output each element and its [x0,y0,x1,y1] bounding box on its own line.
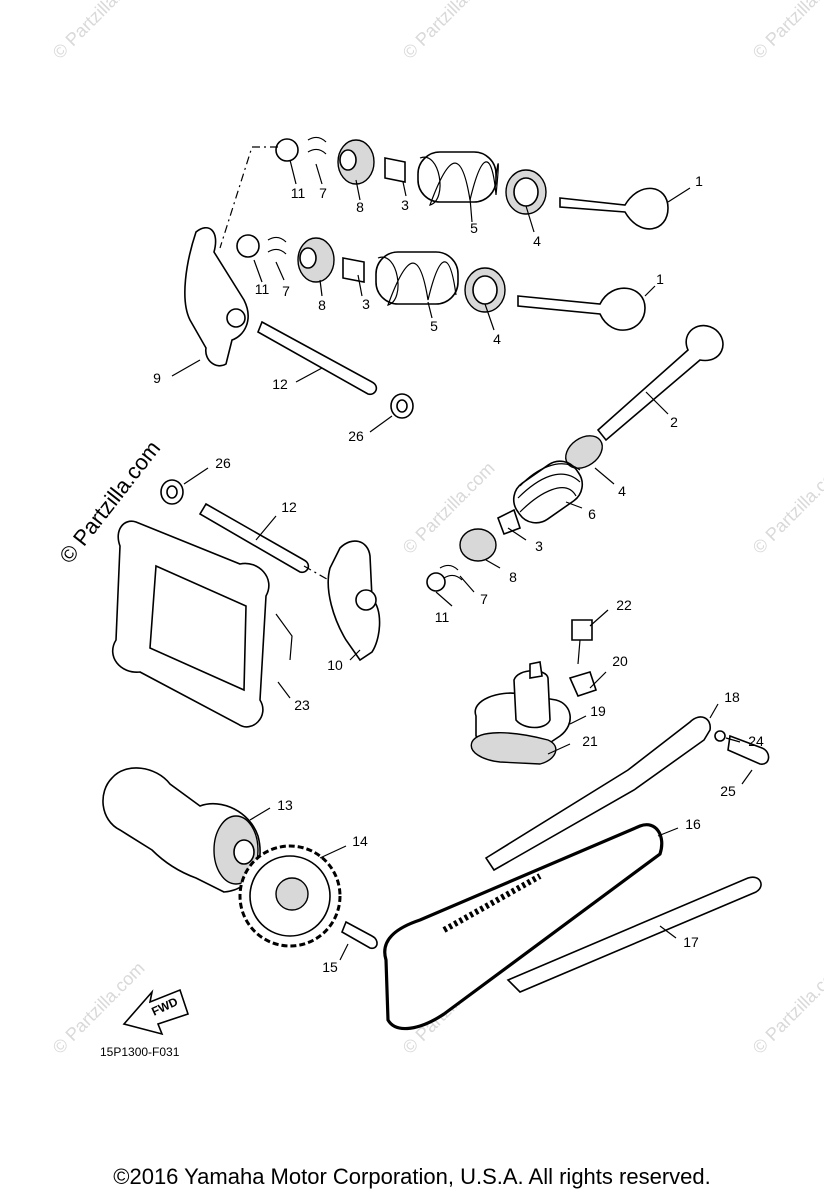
watermark: © Partzilla.com [749,458,824,558]
callout-label: 19 [590,703,606,719]
copyright-footer: ©2016 Yamaha Motor Corporation, U.S.A. A… [113,1164,711,1189]
tensioner-body-shape [513,669,551,729]
callout-label: 3 [362,296,370,312]
camshaft [102,767,261,893]
watermark: © Partzilla.com [49,0,149,63]
callout-label: 21 [582,733,598,749]
cam-chain [383,823,664,1031]
callout-label: 16 [685,816,701,832]
callout-label: 22 [616,597,632,613]
diagram-code: 15P1300-F031 [100,1045,180,1059]
callout-label: 17 [683,934,699,950]
callout-label: 12 [281,499,297,515]
callout-label: 25 [720,783,736,799]
cap-shape [275,138,299,162]
cover-gasket [111,520,293,728]
callout-label: 8 [356,199,364,215]
callout-label: 6 [588,506,596,522]
watermark: © Partzilla.com [749,0,824,63]
chain-shape [383,823,664,1031]
callout-label: 5 [470,220,478,236]
cam-sprocket [238,844,378,950]
rocker-shaft-shape [256,320,378,396]
callout-label: 11 [291,185,306,201]
callout-label: 12 [272,376,288,392]
callout-label: 4 [493,331,501,347]
callout-label: 10 [327,657,343,673]
bolt-shape [340,920,378,950]
callout-label: 20 [612,653,628,669]
chain-tensioner [470,619,598,765]
callout-label: 7 [282,283,290,299]
callout-label: 8 [509,569,517,585]
callout-label: 4 [533,233,541,249]
callouts: 1 1 2 3 3 3 4 4 4 5 5 6 7 7 7 8 8 8 9 10… [153,173,764,975]
valve-assembly-upper [219,136,669,249]
callout-label: 7 [480,591,488,607]
rocker-arm-upper [184,227,414,419]
callout-label: 4 [618,483,626,499]
callout-label: 26 [348,428,364,444]
callout-label: 1 [656,271,664,287]
guide-shape [484,716,711,872]
callout-label: 24 [748,733,764,749]
valve-seat-shape [384,157,406,183]
callout-label: 7 [319,185,327,201]
callout-label: 3 [535,538,543,554]
callout-label: 26 [215,455,231,471]
callout-label: 18 [724,689,740,705]
cotter-shape [307,136,327,155]
watermark: © Partzilla.com [749,958,824,1058]
callout-label: 11 [255,281,270,297]
watermark: © Partzilla.com [399,0,499,63]
callout-label: 13 [277,797,293,813]
watermark: © Partzilla.com [49,958,149,1058]
callout-label: 8 [318,297,326,313]
valve-assembly-lower [426,324,724,592]
leader-lines [171,159,753,961]
callout-label: 3 [401,197,409,213]
chain-guide-lower [506,876,762,993]
callout-label: 9 [153,370,161,386]
callout-label: 15 [322,959,338,975]
valve-shape [559,187,669,230]
callout-label: 11 [435,609,450,625]
callout-label: 2 [670,414,678,430]
callout-label: 1 [695,173,703,189]
chain-guide-upper [484,716,770,872]
callout-label: 23 [294,697,310,713]
valve-assembly-middle [236,234,646,331]
callout-label: 5 [430,318,438,334]
fwd-arrow: FWD [122,988,190,1036]
callout-label: 14 [352,833,368,849]
valve-spring-shape [419,156,499,206]
rocker-arm-shape [184,227,249,367]
rocker-arm-lower [160,479,381,662]
